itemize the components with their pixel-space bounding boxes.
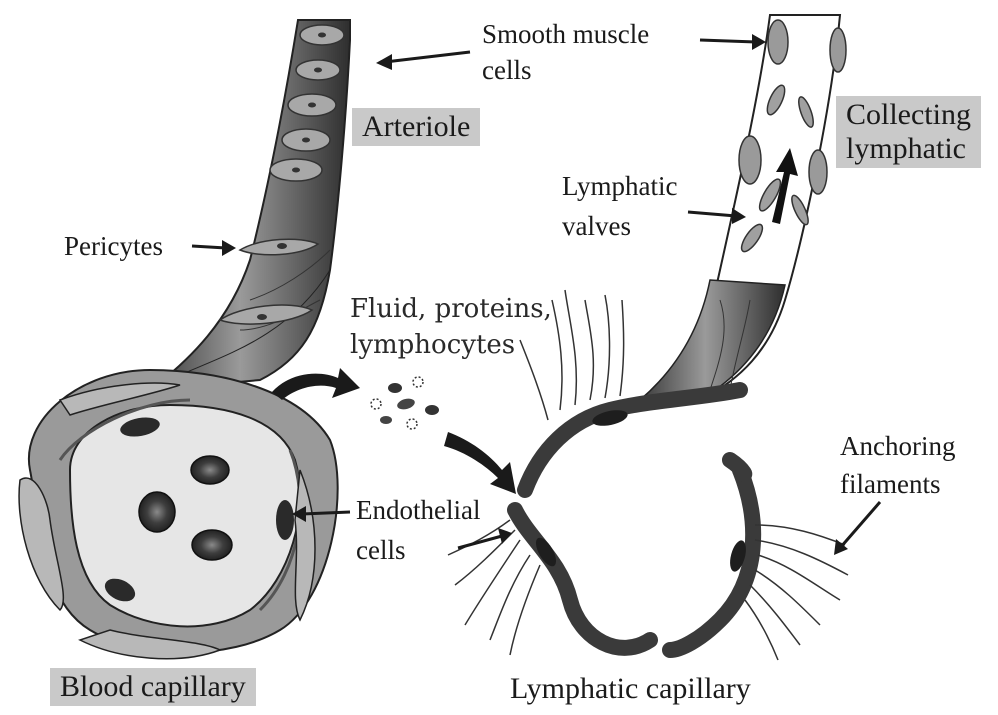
label-collecting-line1: Collecting (846, 98, 971, 132)
label-collecting-line2: lymphatic (846, 132, 971, 166)
label-smooth-muscle-cells: cells (482, 54, 531, 86)
label-lymphatic-valves-1: Lymphatic (562, 170, 677, 202)
collecting-lymphatic-vessel (640, 15, 840, 400)
label-endothelial: Endothelial (356, 494, 480, 526)
label-lymphatic-valves-2: valves (562, 210, 631, 242)
label-lymphatic-capillary: Lymphatic capillary (510, 672, 751, 706)
label-collecting-lymphatic: Collecting lymphatic (836, 96, 981, 168)
label-endothelial-cells: cells (356, 534, 405, 566)
label-pericytes: Pericytes (64, 230, 163, 262)
label-lymphocytes: lymphocytes (350, 330, 515, 361)
label-arteriole: Arteriole (352, 108, 480, 146)
label-smooth-muscle: Smooth muscle (482, 18, 649, 50)
label-anchoring: Anchoring (840, 430, 955, 462)
fluid-arrow-out (272, 368, 360, 400)
label-fluid-proteins: Fluid, proteins, (350, 294, 552, 325)
label-filaments: filaments (840, 468, 940, 500)
label-blood-capillary: Blood capillary (50, 668, 256, 706)
lymphatic-capillary-wall (515, 390, 753, 650)
particles (371, 377, 439, 429)
fluid-arrow-in (444, 432, 516, 494)
